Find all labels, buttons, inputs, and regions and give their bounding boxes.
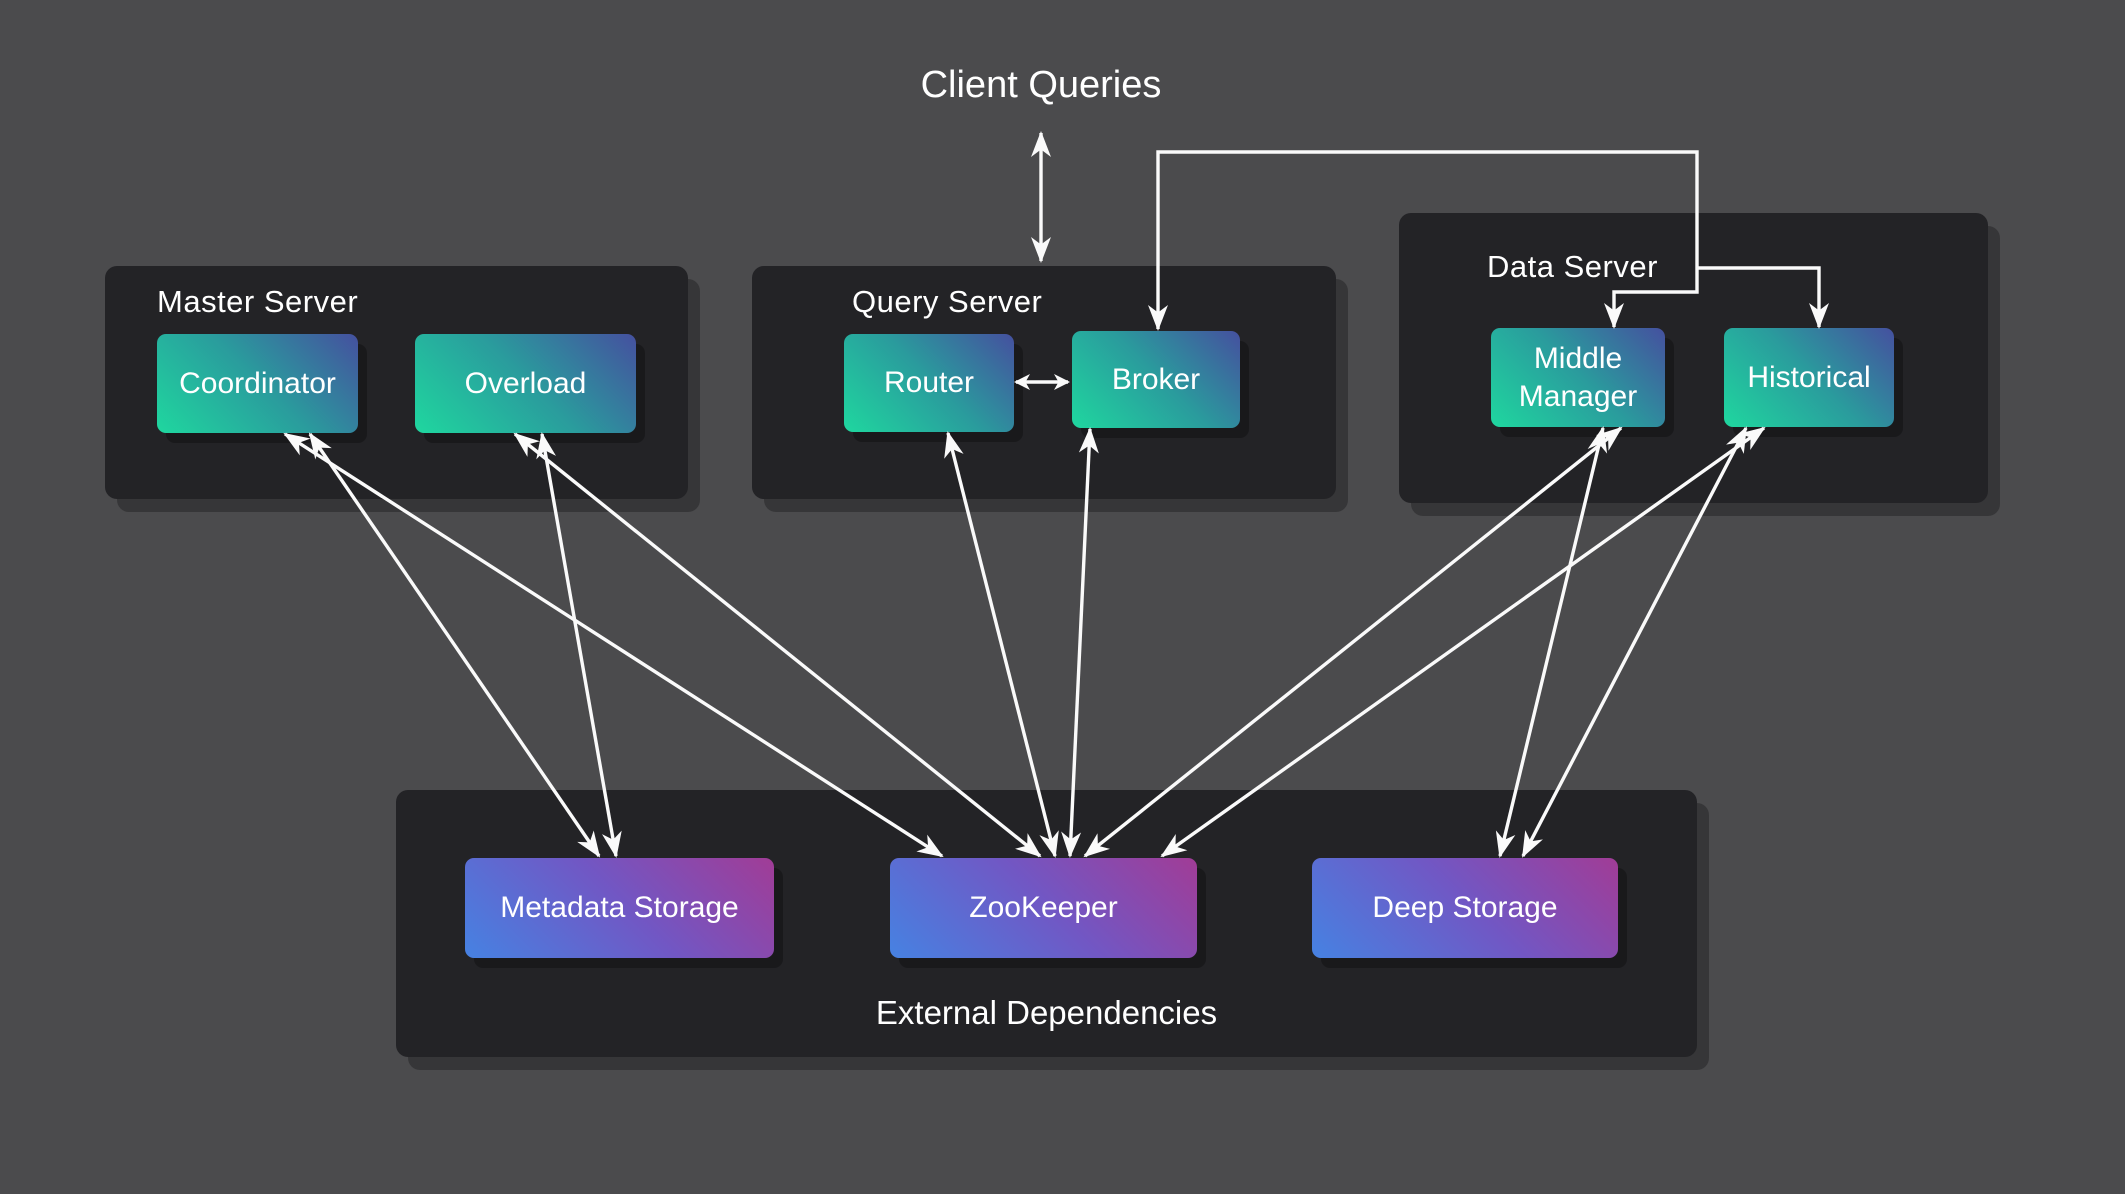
master-server-panel: Master Server Coordinator Overload [105,266,688,499]
client-queries-title: Client Queries [920,64,1162,106]
node-deep-storage: Deep Storage [1312,858,1618,958]
master-server-title: Master Server [157,284,359,319]
node-coordinator: Coordinator [157,334,358,433]
node-zookeeper: ZooKeeper [890,858,1197,958]
node-metadata-storage: Metadata Storage [465,858,774,958]
query-server-panel: Query Server Router Broker [752,266,1336,499]
query-server-title: Query Server [852,284,1043,319]
external-dependencies-title: External Dependencies [875,994,1218,1031]
data-server-title: Data Server [1487,249,1658,284]
external-dependencies-panel: Metadata Storage ZooKeeper Deep Storage … [396,790,1697,1057]
node-middle-manager: Middle Manager [1491,328,1665,427]
data-server-panel: Data Server Middle Manager Historical [1399,213,1988,503]
node-overload: Overload [415,334,636,433]
node-broker: Broker [1072,331,1240,428]
node-router: Router [844,334,1014,432]
node-historical: Historical [1724,328,1894,427]
